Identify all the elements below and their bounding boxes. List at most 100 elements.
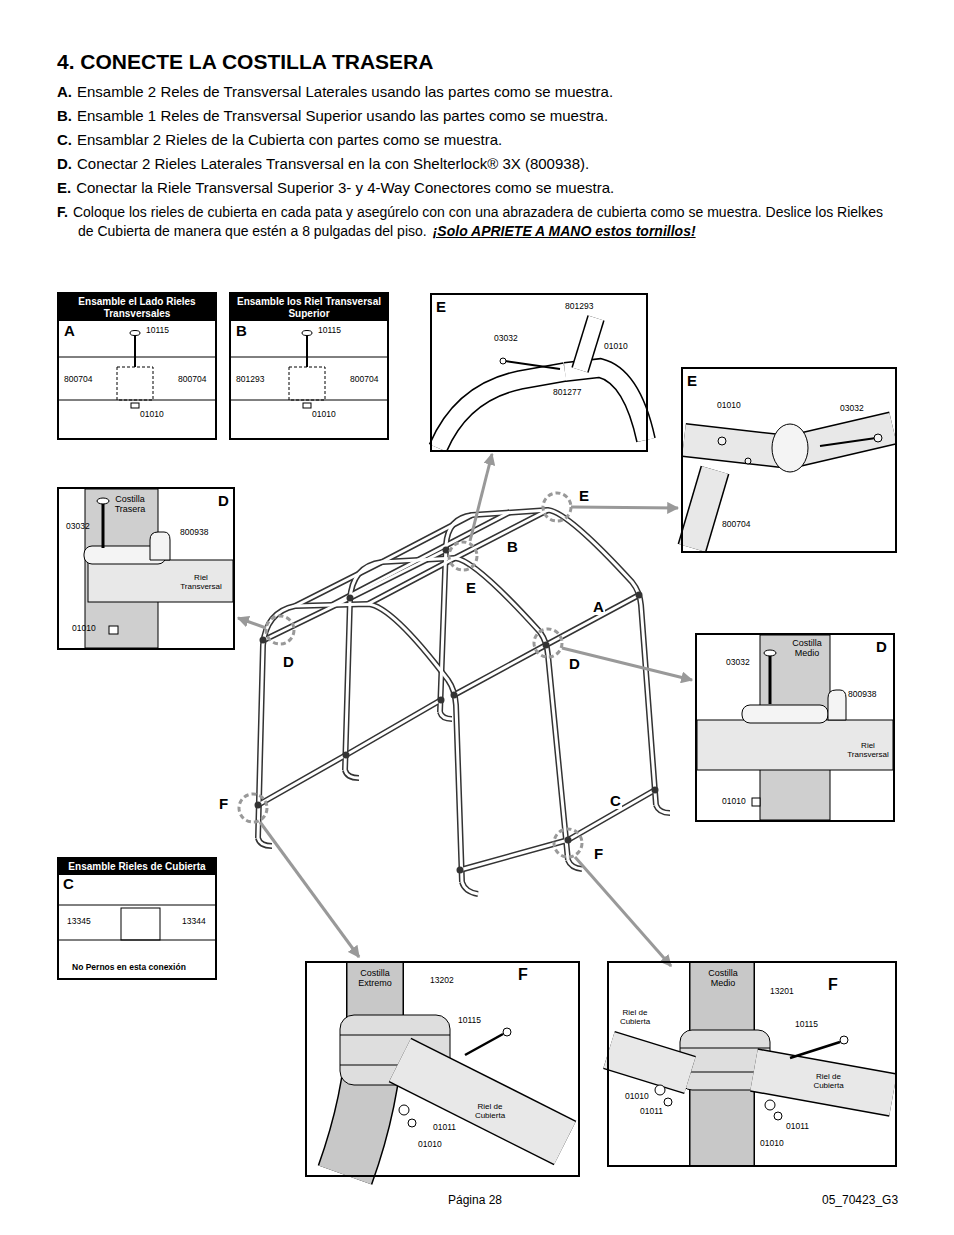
drawing-part — [451, 692, 458, 699]
drawing-part — [580, 318, 596, 370]
drawing-part — [692, 470, 715, 548]
drawing-part — [340, 1035, 450, 1036]
drawing-part — [295, 515, 472, 606]
step-letter: B. — [57, 107, 72, 124]
panel-f-left-rail — [400, 1060, 565, 1143]
panel-a-drawing — [59, 331, 215, 409]
part-label: 800938 — [848, 690, 876, 700]
drawing-part — [609, 1050, 690, 1075]
part-label: 01011 — [640, 1107, 663, 1117]
shelter-frame-inner — [258, 510, 670, 894]
callout-letter: D — [568, 655, 581, 672]
drawing-part — [231, 357, 387, 358]
part-label: 800704 — [722, 520, 750, 530]
joint-dots — [255, 547, 659, 874]
drawing-part — [840, 1036, 848, 1044]
callout-letter: F — [218, 795, 229, 812]
drawing-part — [59, 357, 215, 358]
part-label: 800704 — [64, 375, 92, 385]
drawing-part — [664, 1098, 672, 1106]
drawing-part — [636, 592, 643, 599]
drawing-part — [505, 361, 560, 369]
panel-e-top-tubes-fill — [438, 368, 646, 448]
drawing-part — [264, 550, 446, 640]
drawing-part — [769, 655, 772, 704]
part-label: 13345 — [67, 917, 91, 927]
drawing-part — [652, 787, 659, 794]
warning-note: ¡Solo APRIETE A MANO estos tornillos! — [433, 223, 696, 239]
drawing-part — [130, 331, 140, 336]
part-label: 13344 — [182, 917, 206, 927]
detail-arrows — [238, 454, 692, 966]
step-letter: E. — [57, 179, 71, 196]
step-text: Ensamblar 2 Rieles de la Cubierta con pa… — [77, 131, 502, 148]
part-label: 01011 — [433, 1123, 456, 1133]
detail-panel: E0101003032800704 — [681, 367, 897, 553]
drawing-part — [343, 752, 350, 759]
part-label: 800938 — [180, 528, 208, 538]
drawing-part — [470, 454, 492, 541]
drawing-part — [874, 434, 882, 442]
drawing-part — [754, 1070, 893, 1095]
detail-circles — [239, 493, 582, 857]
panel-b-drawing — [231, 331, 387, 409]
drawing-part — [440, 510, 656, 805]
part-label: 10115 — [146, 326, 169, 336]
callout-letter: D — [282, 653, 295, 670]
shelter-frame — [258, 510, 670, 894]
drawing-part — [454, 595, 639, 695]
drawing-part — [554, 829, 582, 857]
part-label: B — [236, 322, 247, 339]
drawing-part — [575, 857, 671, 966]
callout-letter: C — [609, 792, 622, 809]
drawing-part — [565, 837, 572, 844]
drawing-part — [255, 802, 262, 809]
drawing-part — [790, 1042, 840, 1058]
drawing-part — [258, 700, 441, 805]
part-label: Riel de Cubierta — [615, 1008, 655, 1026]
part-label: 10115 — [458, 1016, 481, 1026]
detail-panel: E8012930303201010801277 — [430, 293, 648, 452]
drawing-part — [460, 790, 655, 870]
drawing-part — [655, 1085, 665, 1095]
detail-panel: DCostilla Medio03032800938Riel Transvers… — [695, 633, 895, 822]
drawing-part — [764, 650, 776, 656]
drawing-part — [820, 438, 876, 446]
drawing-part — [745, 458, 751, 464]
drawing-part — [306, 335, 308, 367]
drawing-part — [260, 822, 359, 957]
part-label: 801293 — [236, 375, 264, 385]
panel-letter: E — [436, 298, 446, 315]
panel-header: Ensamble el Lado Rieles Transversales — [59, 294, 215, 321]
panel-f-right-rails — [609, 1050, 893, 1095]
panel-e-top-tubes — [438, 368, 646, 448]
drawing-part — [580, 318, 596, 370]
step-text: Ensamble 1 Reles de Transversal Superior… — [77, 107, 608, 124]
step-letter: F. — [57, 204, 68, 220]
instruction-line: D.Conectar 2 Rieles Laterales Transversa… — [57, 154, 589, 174]
part-label: No Pernos en esta conexión — [72, 963, 186, 973]
part-label: Costilla Medio — [702, 968, 744, 989]
drawing-part — [828, 690, 846, 720]
panel-e-right-parts — [718, 424, 882, 472]
drawing-part — [264, 550, 446, 640]
callout-letter: A — [592, 598, 605, 615]
drawing-part — [238, 618, 266, 628]
panel-header: Ensamble Rieles de Cubierta — [59, 859, 215, 875]
drawing-part — [438, 372, 565, 448]
part-label: Costilla Extremo — [350, 968, 400, 989]
drawing-part — [117, 367, 153, 400]
drawing-part — [718, 437, 726, 445]
drawing-part — [302, 331, 312, 336]
part-label: 01010 — [312, 410, 336, 420]
panel-letter: D — [218, 492, 229, 509]
drawing-part — [368, 510, 548, 604]
step-text: Ensamble 2 Reles de Transversal Laterale… — [77, 83, 613, 100]
drawing-part — [543, 642, 550, 649]
part-label: Riel de Cubierta — [470, 1102, 510, 1120]
drawing-part — [258, 604, 462, 882]
panel-c-drawing — [59, 905, 215, 940]
drawing-part — [438, 372, 565, 448]
panel-letter: E — [687, 372, 697, 389]
drawing-part — [266, 616, 294, 644]
